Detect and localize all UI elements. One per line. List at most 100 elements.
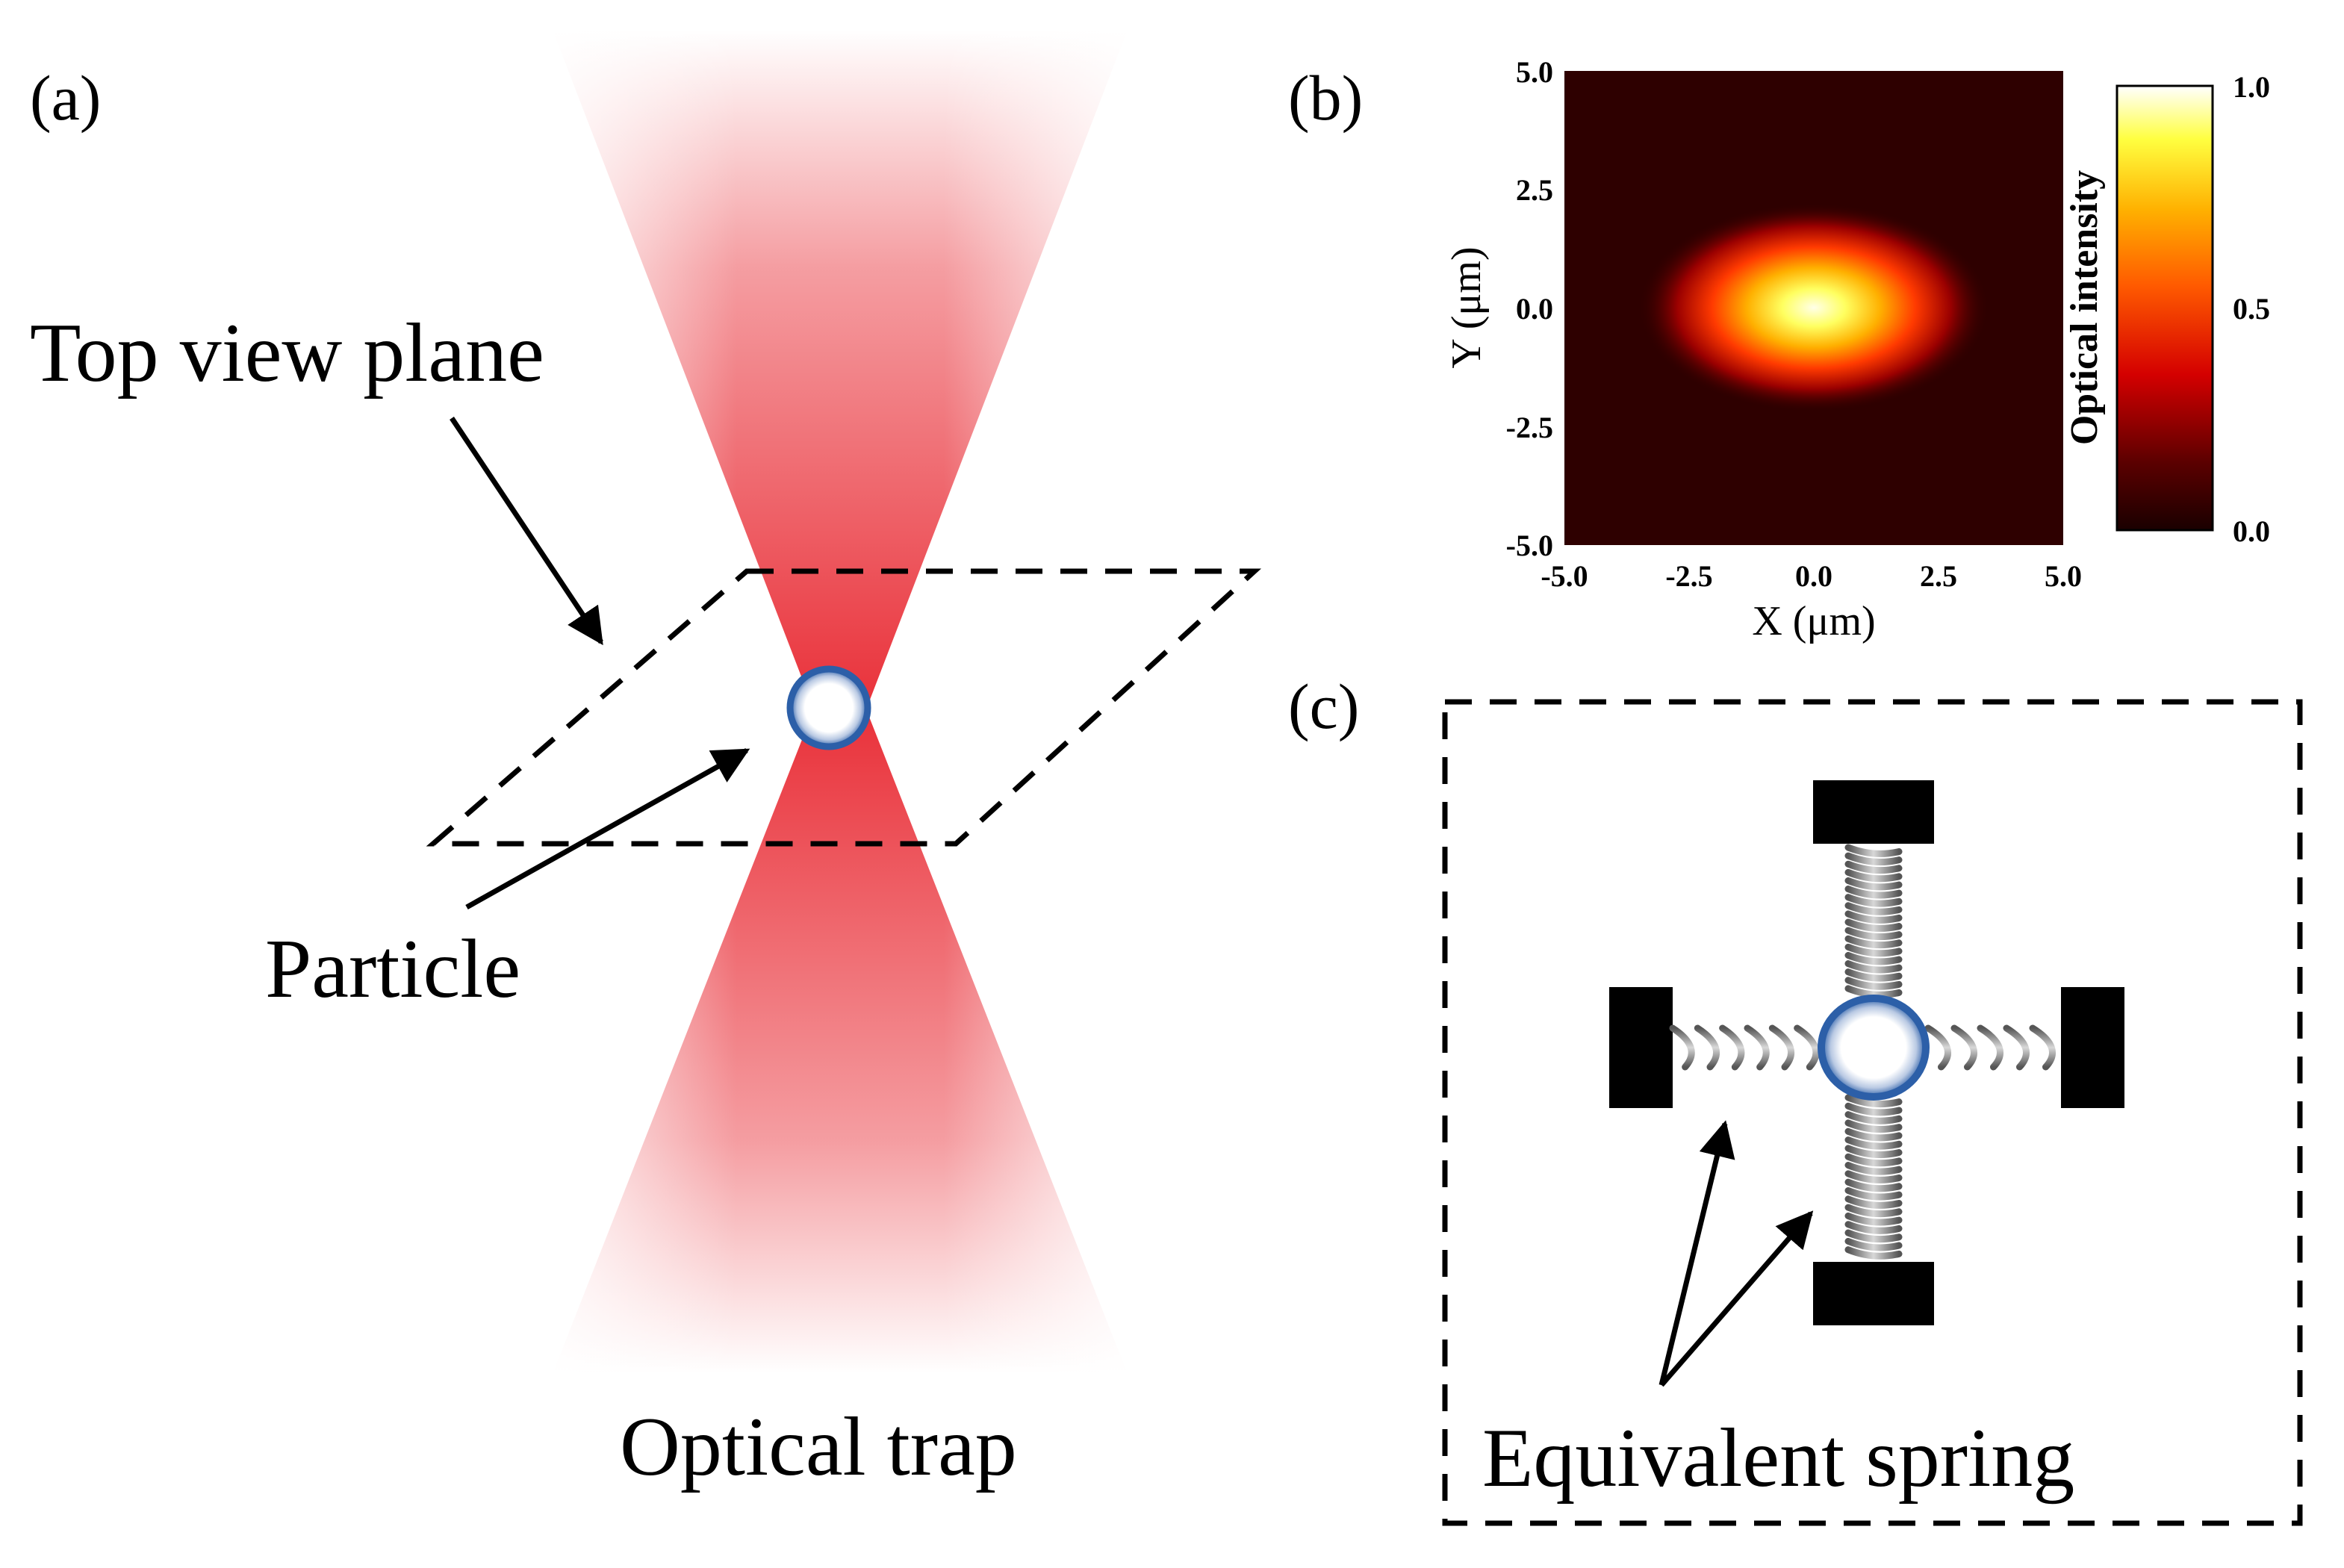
spring-coil [1844, 1178, 1903, 1192]
wall-top [1813, 780, 1934, 844]
x-tick-label: -5.0 [1541, 559, 1588, 593]
colorbar-gradient [2115, 84, 2214, 532]
spring-coil [1844, 868, 1903, 883]
spring-coil [2003, 1024, 2030, 1071]
spring-coil [1844, 877, 1903, 891]
spring-coil [1768, 1024, 1795, 1071]
particle [1818, 995, 1930, 1101]
spring-coil [1844, 1145, 1903, 1158]
equivalent-spring-label: Equivalent spring [1482, 1412, 2074, 1505]
top-view-plane [426, 568, 1262, 847]
spring-model [1609, 780, 2124, 1325]
x-tick-label: 5.0 [2045, 559, 2082, 593]
y-axis-title: Y (μm) [1443, 246, 1490, 368]
spring-coil [1844, 1153, 1903, 1167]
colorbar: 1.0 0.5 0.0 Optical intensity [2063, 70, 2270, 548]
spring-coil [1844, 1162, 1903, 1175]
spring-coil [1844, 852, 1903, 866]
panel-c: (c) Equivalent spring [1288, 671, 2303, 1526]
spring-coil [1844, 1136, 1903, 1150]
spring-arrow-bottom [1659, 1210, 1814, 1387]
spring-model-frame [1442, 699, 2303, 1526]
top-view-plane-outline [426, 568, 1262, 847]
spring-coil [1844, 1246, 1903, 1260]
spring-coil [1844, 910, 1903, 924]
spring-coil [1794, 1024, 1820, 1071]
optical-beam [553, 30, 1128, 1374]
spring-coil [1844, 1204, 1903, 1218]
spring-bottom [1844, 1094, 1903, 1260]
spring-coil [1977, 1024, 2003, 1071]
heatmap-x-ticks: -5.0 -2.5 0.0 2.5 5.0 [1541, 559, 2082, 593]
y-tick-label: 5.0 [1516, 55, 1553, 89]
y-tick-label: 0.0 [1516, 292, 1553, 326]
spring-coil [1844, 1229, 1903, 1243]
spring-coil [1844, 1186, 1903, 1201]
spring-coil [1844, 1119, 1903, 1133]
spring-coil [1844, 1102, 1903, 1116]
spring-coil [1844, 1127, 1903, 1142]
panel-b-label: (b) [1288, 62, 1363, 134]
spring-coil [1844, 1237, 1903, 1251]
spring-top [1844, 844, 1903, 998]
heatmap-y-ticks: 5.0 2.5 0.0 -2.5 -5.0 [1506, 55, 1553, 562]
y-tick-label: 2.5 [1516, 173, 1553, 207]
particle [786, 665, 871, 750]
spring-coil [1950, 1024, 1977, 1071]
spring-coil [1694, 1024, 1720, 1071]
panel-c-label: (c) [1288, 671, 1359, 742]
spring-coil [1719, 1024, 1745, 1071]
spring-coil [1844, 985, 1903, 998]
spring-left [1669, 1024, 1820, 1071]
spring-coil [1844, 968, 1903, 982]
optical-trap-label: Optical trap [620, 1401, 1017, 1493]
spring-coil [1844, 927, 1903, 941]
y-tick-label: -5.0 [1506, 529, 1553, 562]
x-tick-label: 2.5 [1920, 559, 1957, 593]
spring-coil [1669, 1024, 1695, 1071]
spring-coil [1844, 894, 1903, 907]
colorbar-tick-label: 1.0 [2233, 70, 2270, 104]
particle-label: Particle [265, 923, 520, 1015]
spring-coil [1844, 977, 1903, 990]
x-axis-title: X (μm) [1752, 598, 1875, 644]
colorbar-tick-label: 0.5 [2233, 292, 2270, 326]
panel-b: (b) -5.0 -2.5 0.0 2.5 5.0 5.0 2.5 0.0 -2… [1288, 55, 2270, 644]
spring-right [1924, 1024, 2056, 1071]
particle-arrow [465, 747, 750, 910]
spring-coil [1744, 1024, 1770, 1071]
top-view-plane-label: Top view plane [30, 307, 544, 399]
spring-coil [1844, 1094, 1903, 1108]
panel-a: (a) Top view plane Particle Optical trap [30, 30, 1262, 1493]
spring-coil [1844, 951, 1903, 965]
wall-left [1609, 987, 1673, 1108]
wall-right [2061, 987, 2124, 1108]
x-tick-label: -2.5 [1665, 559, 1712, 593]
top-view-plane-arrow [450, 417, 603, 646]
spring-coil [1844, 1221, 1903, 1234]
spring-coil [1844, 902, 1903, 915]
panel-a-label: (a) [30, 62, 101, 134]
y-tick-label: -2.5 [1506, 411, 1553, 444]
colorbar-title: Optical intensity [2063, 170, 2106, 445]
spring-arrow-left [1658, 1120, 1735, 1386]
spring-coil [1844, 860, 1903, 874]
heatmap-intensity-spot [1638, 203, 1989, 412]
spring-coil [1844, 918, 1903, 932]
heatmap [1564, 71, 2063, 545]
colorbar-tick-label: 0.0 [2233, 514, 2270, 548]
spring-coil [1844, 1212, 1903, 1226]
x-tick-label: 0.0 [1795, 559, 1832, 593]
spring-coil [1844, 1170, 1903, 1183]
spring-coil [1844, 886, 1903, 899]
spring-coil [1844, 1195, 1903, 1209]
spring-coil [1844, 935, 1903, 949]
spring-coil [1844, 943, 1903, 957]
spring-coil [1844, 1111, 1903, 1124]
wall-bottom [1813, 1262, 1934, 1325]
spring-coil [1924, 1024, 1951, 1071]
spring-coil [1844, 844, 1903, 857]
spring-coil [1844, 960, 1903, 974]
spring-coil [2029, 1024, 2056, 1071]
